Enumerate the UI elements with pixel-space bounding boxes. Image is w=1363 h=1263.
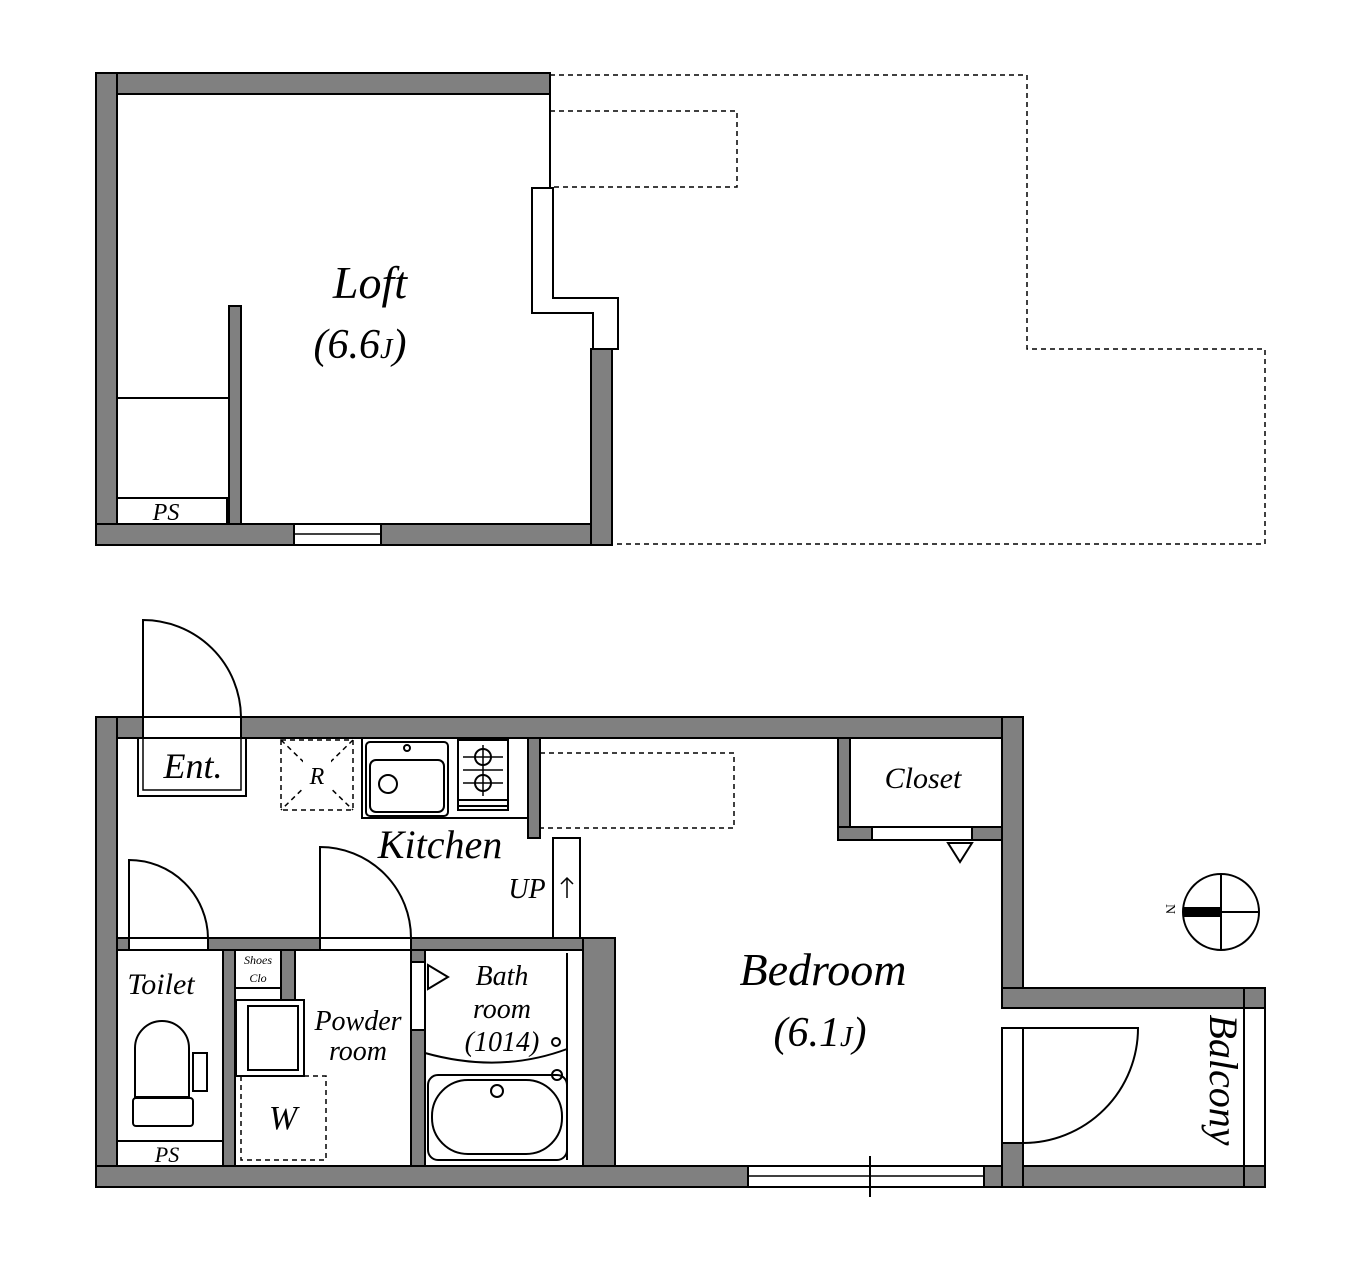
entrance-label: Ent.	[163, 746, 223, 786]
refrigerator-space: R	[280, 739, 354, 811]
bathtub-drain	[490, 1084, 504, 1098]
bath-faucet	[551, 1069, 563, 1081]
compass-north-label: N	[1162, 904, 1177, 914]
toilet-tank	[132, 1097, 194, 1127]
wall-left	[95, 716, 118, 1188]
toilet-label: Toilet	[127, 968, 195, 1001]
shoes-label-2: Clo	[249, 971, 266, 985]
bedroom-label: Bedroom	[740, 944, 907, 995]
wall-right-upper	[1001, 716, 1024, 1008]
wall-kitchen-bedroom	[527, 737, 541, 839]
closet-label: Closet	[885, 762, 962, 795]
ladder[interactable]	[552, 837, 581, 939]
stove-front	[457, 799, 509, 811]
fridge-x2	[280, 739, 354, 811]
fridge-box	[280, 739, 354, 811]
wall-balcony-top	[1001, 987, 1266, 1009]
sink-tap	[403, 744, 411, 752]
loft-ps-label: PS	[152, 500, 180, 526]
bath-door[interactable]	[410, 961, 426, 1031]
bathtub-inner	[431, 1079, 563, 1155]
shower-head-icon	[551, 1037, 561, 1047]
kitchen-overhead-box	[539, 752, 735, 829]
void-outline	[550, 74, 1266, 545]
fridge-label-bg	[303, 760, 331, 790]
compass-needle	[1183, 907, 1221, 917]
balcony-rail	[1243, 1007, 1266, 1167]
kitchen-counter	[361, 737, 529, 819]
loft-ps-box	[116, 497, 228, 525]
sink-basin	[369, 759, 445, 813]
shoes-closet-box	[234, 949, 282, 989]
fridge-label: R	[309, 764, 325, 790]
shoes-label: Shoes	[244, 953, 272, 967]
closet-marker-icon	[946, 842, 974, 864]
toilet-door-frame	[128, 937, 209, 951]
toilet-fixture-icon	[132, 1020, 208, 1127]
bath-label-2: room	[473, 994, 531, 1025]
kitchen-label: Kitchen	[377, 822, 502, 867]
sink-drain	[378, 774, 398, 794]
bedroom-size: (6.1J)	[774, 1010, 867, 1056]
main-floor: Ent. R Kitchen	[95, 618, 1266, 1197]
shoes-wall	[280, 949, 296, 1001]
loft-level: PS Loft (6.6J)	[95, 72, 1266, 546]
wall-toilet-right	[222, 949, 236, 1167]
void-box	[549, 110, 738, 188]
entrance-door[interactable]	[142, 618, 242, 718]
loft-partition	[228, 305, 242, 525]
powder-door[interactable]	[319, 845, 412, 939]
compass-icon: N	[1162, 873, 1260, 951]
wall-wet-right	[582, 937, 616, 1167]
loft-railing	[531, 187, 619, 350]
loft-wall-left	[95, 72, 118, 546]
washer-label: W	[269, 1100, 300, 1137]
vanity-outer	[235, 999, 305, 1077]
wall-balcony-lower	[1001, 1142, 1024, 1188]
powder-door-frame	[319, 937, 412, 951]
stove	[457, 739, 509, 811]
washer-space	[240, 1075, 327, 1161]
sink-outer	[365, 741, 449, 817]
loft-wall-right	[590, 348, 613, 546]
ps-bottom-label: PS	[154, 1142, 179, 1167]
bath-door-marker-icon	[427, 963, 450, 991]
entrance-step-inner	[142, 737, 242, 791]
bathtub-outer	[427, 1074, 568, 1161]
loft-size: (6.6J)	[314, 322, 407, 368]
balcony-label: Balcony	[1201, 1014, 1246, 1145]
loft-wall-top	[95, 72, 551, 95]
balcony-door-frame	[1001, 1027, 1024, 1144]
loft-label: Loft	[332, 257, 408, 308]
vanity	[235, 999, 305, 1077]
toilet-door[interactable]	[128, 858, 209, 939]
powder-label: Powder	[313, 1006, 401, 1037]
wall-closet-left	[837, 737, 851, 841]
toilet-arm	[192, 1052, 208, 1092]
stove-body	[457, 739, 509, 807]
toilet-bowl	[134, 1020, 190, 1098]
up-label: UP	[508, 874, 545, 905]
bath-label: Bath	[476, 961, 529, 992]
sink	[365, 741, 449, 817]
fridge-x1	[280, 739, 354, 811]
vanity-inner	[247, 1005, 299, 1071]
bath-label-3: (1014)	[465, 1027, 540, 1058]
wall-bottom	[95, 1165, 1266, 1188]
entrance-step	[137, 737, 247, 797]
closet-door[interactable]	[871, 826, 973, 841]
bathtub	[427, 1069, 568, 1161]
balcony-door[interactable]	[1022, 1027, 1140, 1144]
bath-divider	[424, 1048, 568, 1064]
entrance-door-frame	[142, 716, 242, 739]
powder-label-2: room	[329, 1036, 387, 1067]
ps-bottom-box	[116, 1140, 224, 1167]
ladder-arrow-head	[560, 876, 574, 885]
